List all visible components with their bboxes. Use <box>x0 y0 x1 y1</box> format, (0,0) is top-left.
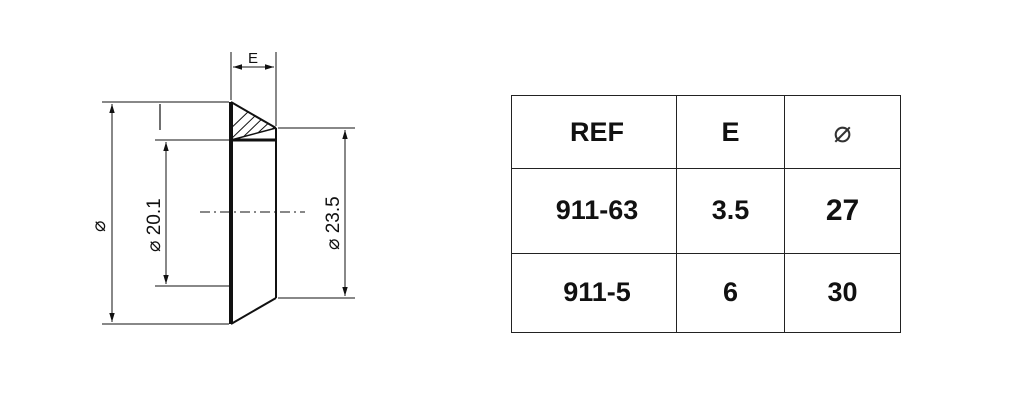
table-row: 911-5 6 30 <box>511 252 901 334</box>
row-ref: 911-5 <box>511 252 677 334</box>
reference-table: REF E ⌀ 911-63 3.5 27 911-5 6 30 <box>511 94 901 334</box>
row-e: 6 <box>676 252 785 334</box>
row-e: 3.5 <box>676 168 785 254</box>
header-e: E <box>676 94 785 170</box>
bore-diameter-label: ⌀ 23.5 <box>323 196 344 250</box>
e-dimension-label: E <box>248 50 258 67</box>
bore-diameter-dimension <box>278 127 355 299</box>
inner-diameter-dimension <box>155 104 229 287</box>
row-diameter: 27 <box>784 168 901 254</box>
technical-drawing: E ⌀ ⌀ 20.1 ⌀ 23.5 <box>89 50 355 325</box>
table-row: 911-63 3.5 27 <box>511 168 901 254</box>
row-diameter: 30 <box>784 252 901 334</box>
part-chamfer-edge <box>230 127 277 141</box>
header-ref: REF <box>511 94 677 170</box>
header-diameter: ⌀ <box>784 94 901 170</box>
table-header-row: REF E ⌀ <box>511 94 901 170</box>
inner-diameter-label: ⌀ 20.1 <box>144 198 165 252</box>
outer-diameter-label: ⌀ <box>89 221 110 232</box>
part-top-chamfer <box>230 101 277 129</box>
outer-diameter-dimension <box>102 101 229 325</box>
part-bottom-chamfer <box>230 297 277 325</box>
part-profile <box>229 101 277 325</box>
row-ref: 911-63 <box>511 168 677 254</box>
e-dimension <box>230 52 277 126</box>
